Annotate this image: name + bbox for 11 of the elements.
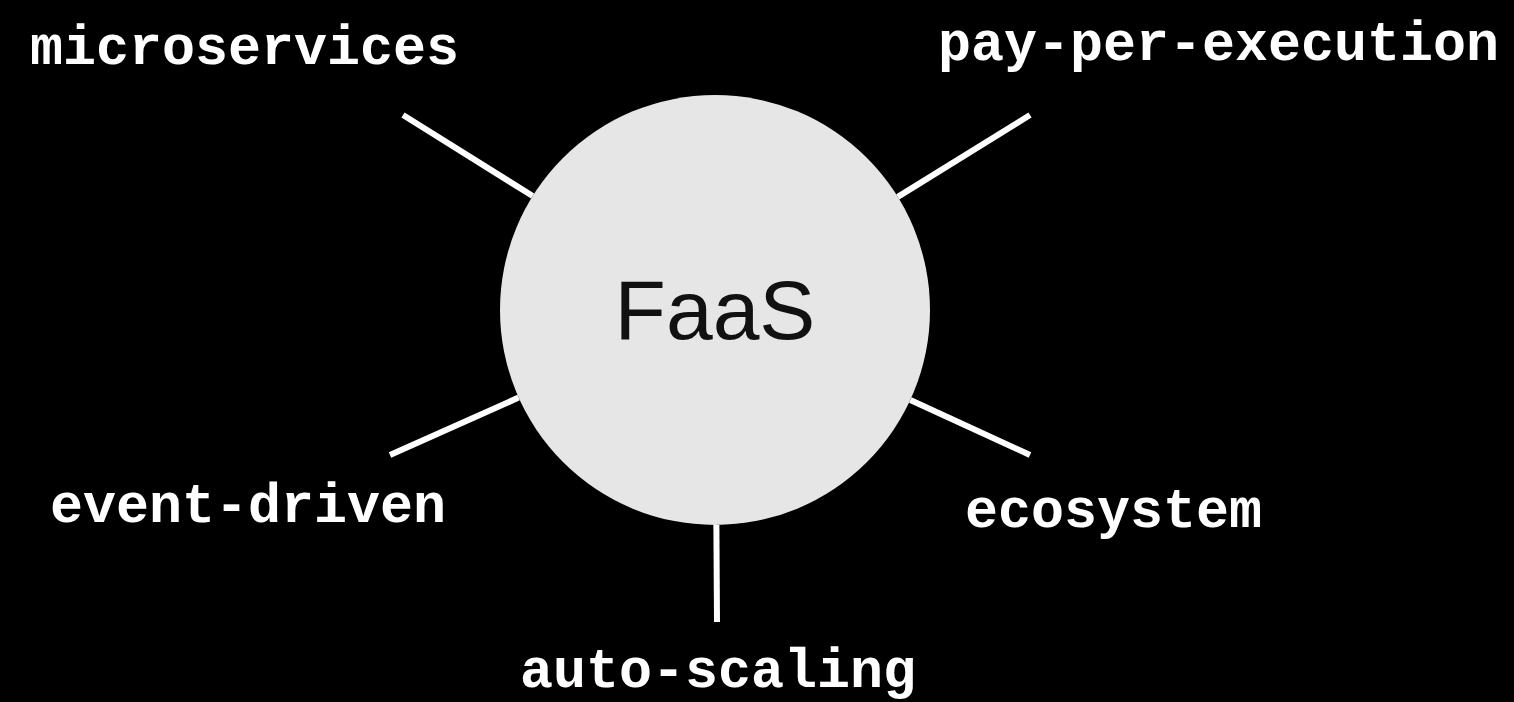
- connector-line: [909, 397, 1032, 458]
- feature-label: event-driven: [50, 480, 447, 535]
- feature-label: pay-per-execution: [938, 18, 1500, 73]
- connector-line: [388, 394, 520, 458]
- connector-line: [401, 112, 535, 199]
- connector-line: [713, 524, 720, 623]
- feature-label: ecosystem: [965, 485, 1263, 540]
- feature-label: auto-scaling: [520, 645, 917, 700]
- feature-label: microservices: [30, 22, 460, 77]
- connector-line: [896, 112, 1032, 200]
- center-label: FaaS: [614, 268, 816, 352]
